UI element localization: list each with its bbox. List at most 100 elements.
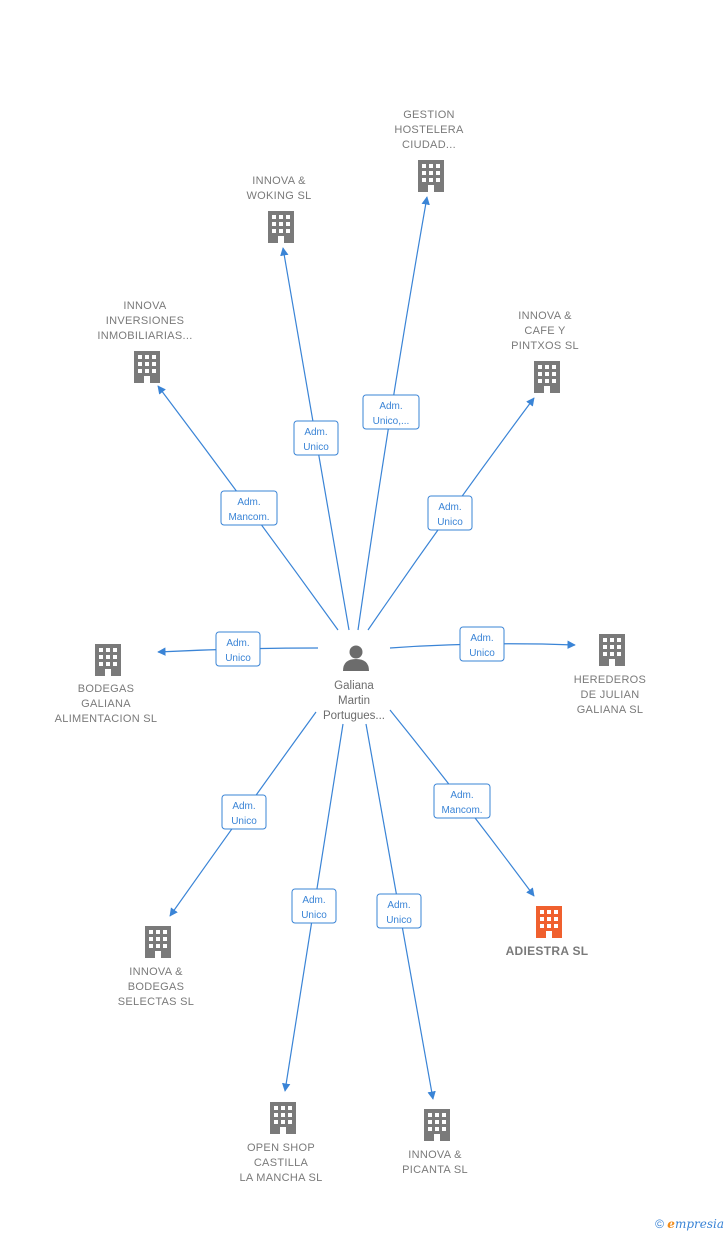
edge-bodegas_selectas: Adm. Unico: [169, 711, 317, 917]
company-label: CIUDAD...: [402, 139, 456, 151]
role-badge-box: [362, 394, 420, 430]
edge-inversiones: Adm. Mancom.: [157, 385, 339, 631]
copyright-icon: ©: [655, 1217, 664, 1231]
role-badge-box: [221, 794, 267, 830]
role-badge[interactable]: Adm. Unico: [459, 626, 505, 662]
building-icon: [95, 644, 121, 676]
role-text: Unico: [303, 442, 329, 453]
company-node-picanta[interactable]: INNOVA & PICANTA SL: [402, 1109, 468, 1176]
building-icon: [424, 1109, 450, 1141]
edge-cafe: Adm. Unico: [367, 397, 535, 631]
edges: Adm.Unico,...Adm.UnicoAdm.Mancom.Adm.Uni…: [157, 196, 576, 1100]
role-badge[interactable]: Adm. Unico: [291, 888, 337, 924]
company-node-bodegas_selectas[interactable]: INNOVA & BODEGAS SELECTAS SL: [118, 926, 194, 1008]
role-badge[interactable]: Adm.Unico: [215, 631, 261, 667]
company-label: DE JULIAN: [581, 689, 640, 701]
role-badge-box: [376, 893, 422, 929]
company-node-adiestra[interactable]: ADIESTRA SL: [506, 906, 589, 958]
company-label: LA MANCHA SL: [239, 1172, 322, 1184]
role-text: Adm.: [302, 895, 325, 906]
role-badge[interactable]: Adm.Unico: [376, 893, 422, 929]
building-icon: [599, 634, 625, 666]
building-icon: [145, 926, 171, 958]
role-text: Mancom.: [441, 805, 482, 816]
edge-gestion: Adm. Unico,...: [357, 196, 430, 631]
role-badge[interactable]: Adm. Unico,...: [362, 394, 420, 430]
company-label: INMOBILIARIAS...: [97, 330, 192, 342]
company-label: INNOVA &: [408, 1149, 462, 1161]
role-text: Adm.: [387, 900, 410, 911]
role-text: Unico: [437, 517, 463, 528]
company-node-gestion[interactable]: GESTION HOSTELERA CIUDAD...: [394, 109, 464, 192]
building-icon: [536, 906, 562, 938]
edge-adiestra: Adm.Mancom.: [389, 709, 535, 897]
role-badge-box: [215, 631, 261, 667]
building-icon: [270, 1102, 296, 1134]
role-text: Adm.: [470, 633, 493, 644]
company-node-bodegas_galiana[interactable]: BODEGAS GALIANA ALIMENTACION SL: [55, 644, 158, 725]
company-label: WOKING SL: [246, 190, 311, 202]
role-text: Unico: [469, 648, 495, 659]
role-text: Unico: [231, 816, 257, 827]
company-node-inversiones[interactable]: INNOVAINVERSIONESINMOBILIARIAS...: [97, 300, 192, 383]
role-badge[interactable]: Adm. Mancom.: [220, 490, 278, 526]
company-label: INNOVA &: [129, 966, 183, 978]
company-label: CASTILLA: [254, 1157, 309, 1169]
company-node-cafe[interactable]: INNOVA & CAFE Y PINTXOS SL: [511, 310, 579, 393]
role-badge-box: [293, 420, 339, 456]
edge-picanta: Adm.Unico: [365, 723, 436, 1100]
role-text: Unico: [301, 910, 327, 921]
role-text: Adm.: [438, 502, 461, 513]
person-icon-head: [349, 645, 363, 659]
building-icon: [134, 351, 160, 383]
role-badge-box: [433, 783, 491, 819]
company-label: INVERSIONES: [106, 315, 185, 327]
edge-herederos: Adm. Unico: [389, 626, 576, 662]
role-badge-box: [459, 626, 505, 662]
role-badge[interactable]: Adm. Unico: [293, 420, 339, 456]
brand-logo-text: mpresia: [674, 1217, 724, 1231]
company-label: GALIANA: [81, 698, 131, 710]
company-label: SELECTAS SL: [118, 996, 194, 1008]
edge-woking: Adm. Unico: [280, 247, 350, 631]
role-badge[interactable]: Adm. Unico: [221, 794, 267, 830]
role-text: Adm.: [379, 401, 402, 412]
role-text: Unico,...: [373, 416, 410, 427]
company-label: HOSTELERA: [394, 124, 464, 136]
person-label: Portugues...: [323, 710, 385, 722]
company-label: INNOVA &: [518, 310, 572, 322]
role-badge[interactable]: Adm. Unico: [427, 495, 473, 531]
person-label: Martin: [338, 695, 370, 707]
company-label: BODEGAS: [128, 981, 185, 993]
role-text: Adm.: [237, 497, 260, 508]
company-label: PICANTA SL: [402, 1164, 468, 1176]
role-badge-box: [220, 490, 278, 526]
company-label: ADIESTRA SL: [506, 944, 589, 958]
edge-bodegas_galiana: Adm.Unico: [157, 631, 319, 667]
company-label: PINTXOS SL: [511, 340, 579, 352]
role-text: Adm.: [226, 638, 249, 649]
company-node-herederos[interactable]: HEREDEROS DE JULIAN GALIANA SL: [574, 634, 646, 716]
company-label: BODEGAS: [78, 683, 135, 695]
role-text: Mancom.: [228, 512, 269, 523]
role-badge-box: [291, 888, 337, 924]
company-label: ALIMENTACION SL: [55, 713, 158, 725]
company-label: GESTION: [403, 109, 455, 121]
person-label: Galiana: [334, 680, 374, 692]
footer-brand[interactable]: © empresia: [655, 1217, 724, 1231]
company-label: CAFE Y: [524, 325, 566, 337]
company-label: GALIANA SL: [577, 704, 644, 716]
building-icon: [534, 361, 560, 393]
building-icon: [268, 211, 294, 243]
brand-logo-initial: e: [667, 1217, 675, 1231]
role-text: Adm.: [232, 801, 255, 812]
role-badge-box: [427, 495, 473, 531]
role-badge[interactable]: Adm.Mancom.: [433, 783, 491, 819]
center-person[interactable]: GalianaMartinPortugues...: [323, 645, 385, 723]
company-label: HEREDEROS: [574, 674, 646, 686]
role-text: Adm.: [304, 427, 327, 438]
company-node-woking[interactable]: INNOVA &WOKING SL: [246, 175, 311, 243]
